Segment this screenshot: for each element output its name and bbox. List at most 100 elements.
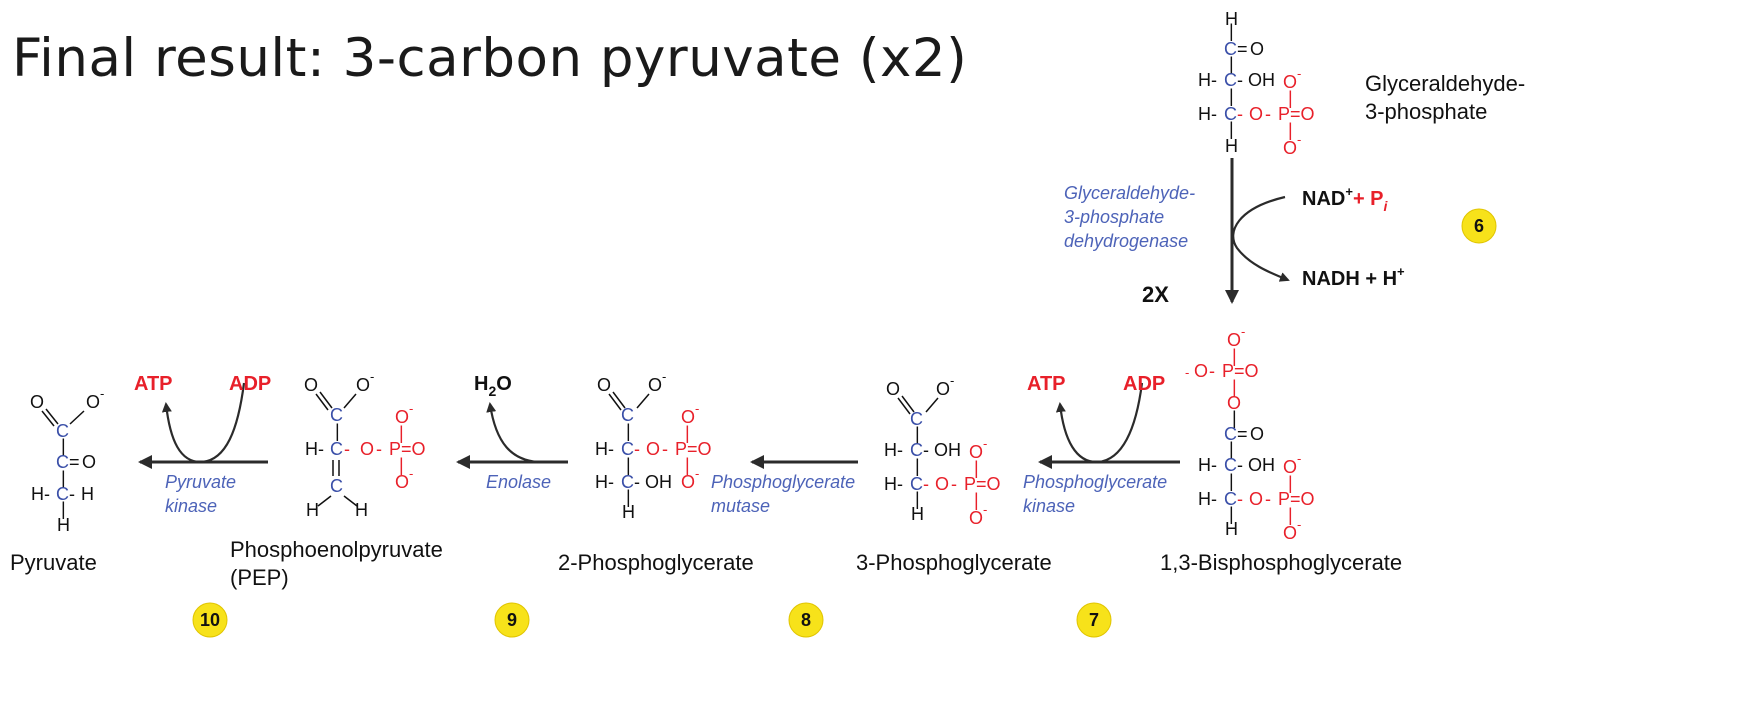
1-3-bisphosphoglycerate-structure: O - | - O - P=O | O | C = O | H - C - OH… xyxy=(1185,324,1315,543)
step7-cofactor-arrow xyxy=(1055,382,1144,464)
atom-o: O xyxy=(1283,138,1297,158)
bond: - xyxy=(1211,489,1217,509)
step8-enzyme-line2: mutase xyxy=(711,496,770,516)
step6-enzyme-line3: dehydrogenase xyxy=(1064,231,1188,251)
atom-h: H xyxy=(1198,70,1211,90)
charge: - xyxy=(662,369,666,384)
phosphate-p: P=O xyxy=(1278,104,1315,124)
bond: | xyxy=(1288,88,1293,108)
phosphate-p: P=O xyxy=(1278,489,1315,509)
atom-c: C xyxy=(330,405,343,425)
bond: - xyxy=(344,439,350,459)
atom-c: C xyxy=(56,421,69,441)
bond: - xyxy=(608,472,614,492)
bond: | xyxy=(1229,54,1234,74)
step8-enzyme-line1: Phosphoglycerate xyxy=(711,472,855,492)
atom-o: O xyxy=(86,392,100,412)
atom-c: C xyxy=(1224,489,1237,509)
step10-adp-label: ADP xyxy=(229,373,271,395)
atom-o: O xyxy=(681,472,695,492)
step7-enzyme-line1: Phosphoglycerate xyxy=(1023,472,1167,492)
nadh-label: NADH + H+ xyxy=(1302,264,1405,290)
atom-h: H xyxy=(622,502,635,522)
bond: - xyxy=(634,472,640,492)
bond: | xyxy=(1288,505,1293,525)
charge: - xyxy=(695,401,699,416)
atom-c: C xyxy=(330,476,343,496)
atom-c: C xyxy=(1224,70,1237,90)
charge: - xyxy=(100,386,104,401)
bond: | xyxy=(915,424,920,444)
step7-adp-label: ADP xyxy=(1123,373,1165,395)
bond: | xyxy=(399,423,404,443)
bond: - xyxy=(1211,70,1217,90)
atom-c: C xyxy=(1224,424,1237,444)
atom-c: C xyxy=(910,440,923,460)
step9-enzyme-line1: Enolase xyxy=(486,472,551,492)
3-phosphoglycerate-label: 3-Phosphoglycerate xyxy=(856,550,1052,575)
atom-c: C xyxy=(910,409,923,429)
atom-h: H xyxy=(595,472,608,492)
bond: = xyxy=(69,452,80,472)
atom-h: H xyxy=(884,474,897,494)
atom-oh: OH xyxy=(934,440,961,460)
atom-o: O xyxy=(969,442,983,462)
atom-o: O xyxy=(886,379,900,399)
nad-plus-label: NAD++ Pi xyxy=(1302,184,1389,214)
bond: - xyxy=(44,484,50,504)
atom-o: O xyxy=(648,375,662,395)
phosphate-p: P=O xyxy=(964,474,1001,494)
bond: | xyxy=(915,456,920,476)
bond: | xyxy=(399,455,404,475)
step-number-6: 6 xyxy=(1474,216,1484,236)
bond: - xyxy=(376,439,382,459)
bond: - xyxy=(634,439,640,459)
charge: - xyxy=(983,436,987,451)
atom-h: H xyxy=(57,515,70,535)
charge: - xyxy=(1297,517,1301,532)
atom-o: O xyxy=(681,407,695,427)
pyruvate-label: Pyruvate xyxy=(10,550,97,575)
bond: - xyxy=(318,439,324,459)
bond: | xyxy=(1229,439,1234,459)
atom-c: C xyxy=(621,439,634,459)
phosphate-p: P=O xyxy=(1222,361,1259,381)
atom-o: O xyxy=(646,439,660,459)
bond: | xyxy=(1232,346,1237,366)
bond: | xyxy=(685,455,690,475)
charge: - xyxy=(370,369,374,384)
glyceraldehyde-3-phosphate-label-line1: Glyceraldehyde- xyxy=(1365,71,1525,96)
step6-enzyme-line1: Glyceraldehyde- xyxy=(1064,183,1195,203)
atom-h: H xyxy=(595,439,608,459)
slide-headline: Final result: 3-carbon pyruvate (x2) xyxy=(12,28,968,89)
bond: - xyxy=(1237,104,1243,124)
atom-h: H xyxy=(355,500,368,520)
atom-o: O xyxy=(1250,39,1264,59)
atom-c: C xyxy=(621,472,634,492)
atom-h: H xyxy=(1198,455,1211,475)
atom-oh: OH xyxy=(1248,455,1275,475)
bond: | xyxy=(1288,473,1293,493)
charge: - xyxy=(695,466,699,481)
step10-enzyme-line1: Pyruvate xyxy=(165,472,236,492)
step9-water-label: H2O xyxy=(474,373,512,399)
bond: - xyxy=(1211,455,1217,475)
bond: - xyxy=(608,439,614,459)
phosphoenolpyruvate-structure: O O - C | H - C - O - P=O O - | | O - C xyxy=(304,369,426,520)
bond: | xyxy=(626,487,631,507)
atom-h: H xyxy=(1198,489,1211,509)
bond: | xyxy=(61,468,66,488)
atom-c: C xyxy=(1224,39,1237,59)
bond: - xyxy=(1237,455,1243,475)
atom-c: C xyxy=(621,405,634,425)
atom-o: O xyxy=(1194,361,1208,381)
charge: - xyxy=(1297,66,1301,81)
atom-o: O xyxy=(935,474,949,494)
atom-o: O xyxy=(1283,457,1297,477)
atom-c: C xyxy=(56,452,69,472)
atom-o: O xyxy=(936,379,950,399)
bond: - xyxy=(1237,489,1243,509)
charge: - xyxy=(1241,324,1245,339)
bond: - xyxy=(923,440,929,460)
